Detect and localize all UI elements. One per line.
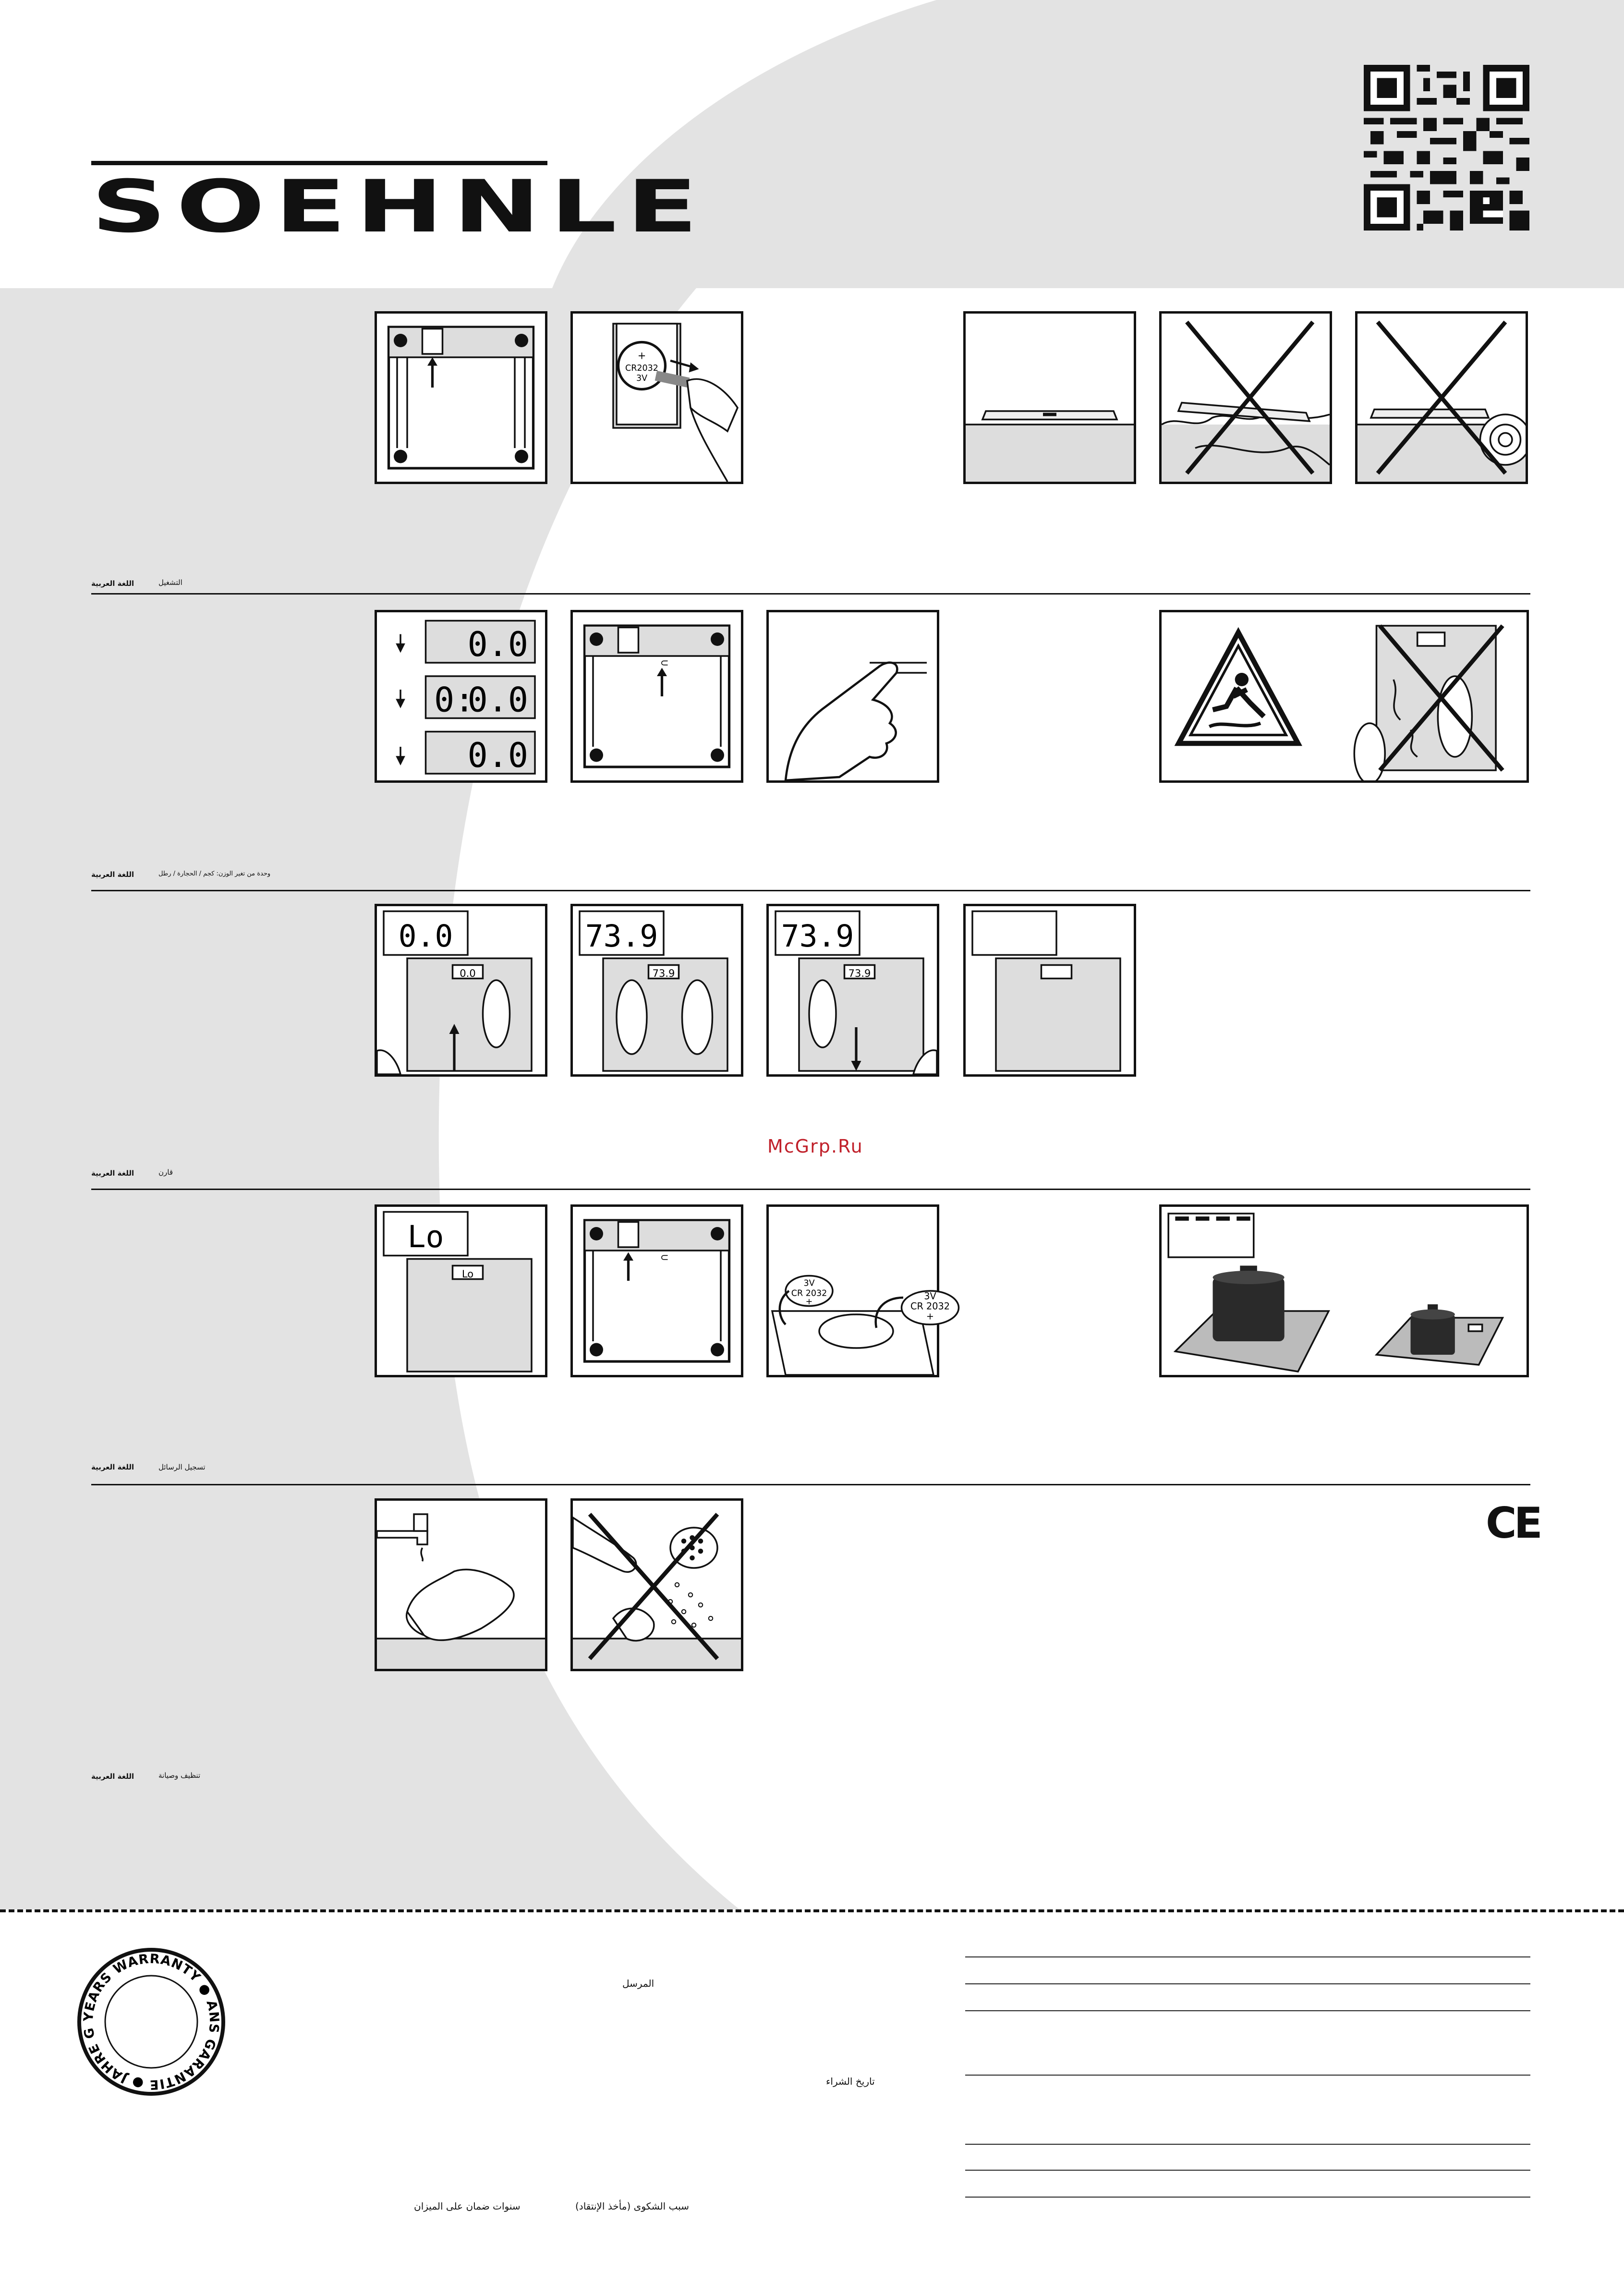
display-zero-1: 0.0 xyxy=(468,625,528,664)
figure-scale-on-hard-floor xyxy=(963,311,1136,484)
section-4-rule xyxy=(91,1484,1530,1485)
figure-no-soft-floor xyxy=(1159,311,1332,484)
figure-auto-off xyxy=(963,904,1136,1077)
warranty-years-label: سنوات ضمان على الميزان xyxy=(414,2200,521,2212)
section-3-rule xyxy=(91,1189,1530,1190)
section-2-language: اللغة العربية xyxy=(91,870,134,879)
figure-clean-damp-cloth xyxy=(375,1498,547,1671)
section-5-title: تنظيف وصيانة xyxy=(158,1771,201,1780)
purchase-date-label: تاريخ الشراء xyxy=(826,2076,875,2087)
display-low-small: Lo xyxy=(462,1268,473,1280)
battery-plus-label: + xyxy=(638,350,646,362)
qr-code xyxy=(1364,65,1529,231)
battery-voltage-left: 3V xyxy=(803,1279,814,1288)
sender-line-1[interactable] xyxy=(965,1956,1530,1957)
figure-step-off-scale: 73.9 73.9 xyxy=(766,904,939,1077)
battery-plus-left: + xyxy=(806,1297,813,1307)
figure-press-button xyxy=(766,610,939,783)
figure-battery-compartment-2: ⊂ xyxy=(570,1204,743,1377)
display-zero-2: 0.0 xyxy=(468,680,528,720)
section-2-title: وحدة من تغير الوزن: كجم / الحجارة / رطل xyxy=(158,870,271,877)
complaint-line-1[interactable] xyxy=(965,2144,1530,2145)
display-weight-small-2: 73.9 xyxy=(848,968,871,979)
display-weight-small-1: 73.9 xyxy=(653,968,675,979)
sender-line-2[interactable] xyxy=(965,1983,1530,1984)
section-1-title: التشغيل xyxy=(158,578,182,587)
battery-model-label: CR2032 xyxy=(625,364,658,373)
display-zero-small: 0.0 xyxy=(460,968,475,979)
battery-model-left: CR 2032 xyxy=(791,1289,827,1299)
figure-battery-compartment xyxy=(375,311,547,484)
figure-standing-weight: 73.9 73.9 xyxy=(570,904,743,1077)
section-2-rule xyxy=(91,890,1530,891)
figure-overload xyxy=(1159,1204,1529,1377)
sender-line-3[interactable] xyxy=(965,2010,1530,2011)
svg-text:⊂: ⊂ xyxy=(660,1251,669,1263)
display-weight-large-2: 73.9 xyxy=(781,919,854,954)
figure-no-abrasive-cleaner xyxy=(570,1498,743,1671)
figure-step-on-scale: 0.0 0.0 xyxy=(375,904,547,1077)
section-3-language: اللغة العربية xyxy=(91,1169,134,1178)
figure-replace-battery: 3V CR 2032 + 3V CR 2032 + xyxy=(766,1204,960,1377)
section-4-title: تسجيل الرسائل xyxy=(158,1463,206,1471)
figure-unit-switch: ⊂ xyxy=(570,610,743,783)
complaint-reason-label: سبب الشكوى (مأخذ الإنتقاد) xyxy=(575,2200,689,2212)
section-1-rule xyxy=(91,593,1530,595)
sender-label: المرسل xyxy=(622,1978,654,1989)
purchase-date-line[interactable] xyxy=(965,2075,1530,2076)
figure-low-battery: Lo Lo xyxy=(375,1204,547,1377)
figure-remove-battery-strip: + CR2032 3V xyxy=(570,311,743,484)
battery-voltage-label: 3V xyxy=(636,374,647,383)
battery-plus-right: + xyxy=(926,1311,934,1322)
section-5-language: اللغة العربية xyxy=(91,1772,134,1781)
logo-rule xyxy=(91,161,547,165)
display-zero-large: 0.0 xyxy=(399,919,453,954)
svg-text:⊂: ⊂ xyxy=(660,657,669,668)
brand-logo: SOEHNLE xyxy=(91,161,698,243)
cut-line xyxy=(0,1909,1624,1912)
display-weight-large-1: 73.9 xyxy=(585,919,658,954)
complaint-line-2[interactable] xyxy=(965,2170,1530,2171)
complaint-line-3[interactable] xyxy=(965,2197,1530,2198)
battery-model-right: CR 2032 xyxy=(910,1301,950,1312)
display-low-large: Lo xyxy=(408,1219,444,1254)
figure-no-rug xyxy=(1355,311,1528,484)
warranty-stamp: YEARS WARRANTY ● ANS GARANTIE ● JAHRE GA… xyxy=(71,1936,226,2096)
battery-voltage-right: 3V xyxy=(924,1291,936,1302)
section-3-title: قارن xyxy=(158,1168,173,1177)
section-4-language: اللغة العربية xyxy=(91,1463,134,1471)
figure-slip-warning xyxy=(1159,610,1529,783)
ce-mark: CE xyxy=(1486,1498,1543,1548)
watermark: McGrp.Ru xyxy=(767,1136,863,1157)
brand-name: SOEHNLE xyxy=(91,165,708,249)
section-1-language: اللغة العربية xyxy=(91,579,134,588)
figure-display-sequence: 0.0 0: 0.0 0.0 xyxy=(375,610,547,783)
display-zero-3: 0.0 xyxy=(468,736,528,775)
svg-text:0:: 0: xyxy=(434,680,474,720)
